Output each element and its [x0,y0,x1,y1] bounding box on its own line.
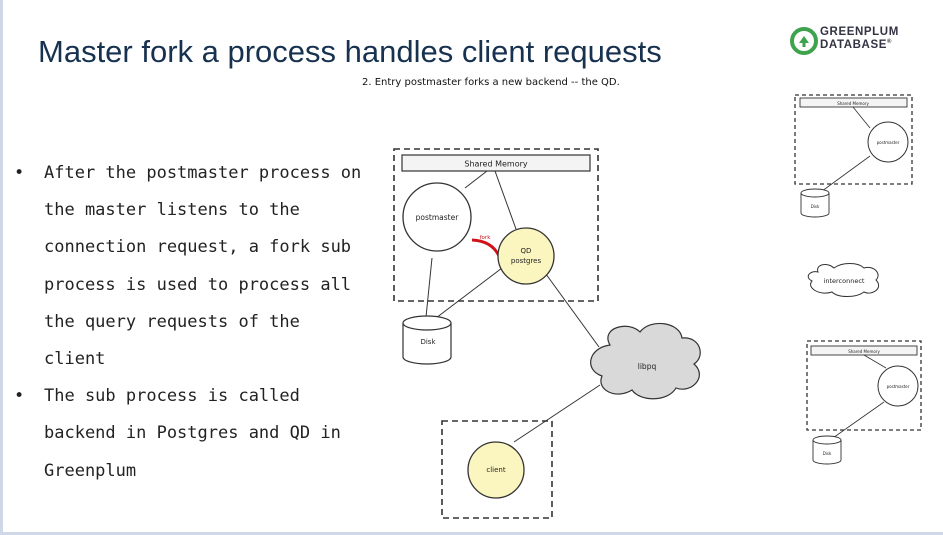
greenplum-logo: GREENPLUM DATABASE® [790,24,930,64]
segment-process-label: postmaster [877,140,900,145]
segment-host-box [806,340,922,431]
segment-shared-memory-label: Shared Memory [848,349,880,354]
segment-disk-label: Disk [823,451,832,456]
segment-disk-link [817,155,871,195]
postmaster-disk-link [425,257,433,318]
client-libpq-link [513,384,601,443]
greenplum-logo-icon [790,27,818,55]
segment-disk-link [829,401,885,441]
slide-title: Master fork a process handles client req… [38,34,662,69]
bullet-dot: • [14,163,25,183]
disk-icon [402,315,452,365]
qd-label: QD [521,247,532,255]
postmaster-node [402,182,472,252]
client-label: client [486,466,505,474]
qd-libpq-link [542,269,600,348]
qd-memory-link [494,170,517,230]
shared-memory-box [401,154,591,172]
fork-arrow [471,238,501,257]
slide-border-bottom [0,532,943,535]
disk-label: Disk [420,338,436,346]
qd-node [497,227,555,285]
interconnect-label: interconnect [824,277,865,285]
segment-process-node [877,365,919,407]
bullet-text: The sub process is called backend in Pos… [44,386,341,481]
bullet-list: • After the postmaster process on the ma… [14,155,364,490]
master-host-box [393,148,599,302]
segment-disk-icon [812,435,842,465]
postmaster-memory-link [464,170,488,189]
client-host-box [441,420,553,519]
bullet-text: After the postmaster process on the mast… [44,163,362,370]
qd-postgres-label: postgres [511,257,542,265]
slide-subtitle: 2. Entry postmaster forks a new backend … [362,77,620,88]
bullet-item: • After the postmaster process on the ma… [14,155,364,378]
qd-disk-link [435,267,503,319]
segment-host-box [794,94,913,185]
segment-process-node [867,121,909,163]
fork-label: fork [480,235,492,241]
postmaster-label: postmaster [416,213,460,222]
segment-disk-icon [800,188,830,218]
libpq-label: libpq [638,362,657,371]
libpq-cloud [590,322,701,400]
segment-shared-memory-label: Shared Memory [837,101,869,106]
interconnect-cloud [807,263,880,297]
bullet-dot: • [14,386,25,407]
segment-memory-link [863,354,887,369]
segment-process-label: postmaster [887,384,910,389]
segment-disk-label: Disk [811,204,820,209]
client-node [467,441,525,499]
slide-border-left [0,0,3,535]
bullet-item: • The sub process is called backend in P… [14,378,364,490]
shared-memory-label: Shared Memory [464,160,528,169]
logo-text-database: DATABASE® [820,39,893,51]
logo-text-greenplum: GREENPLUM [820,26,899,38]
segment-memory-link [852,106,871,129]
